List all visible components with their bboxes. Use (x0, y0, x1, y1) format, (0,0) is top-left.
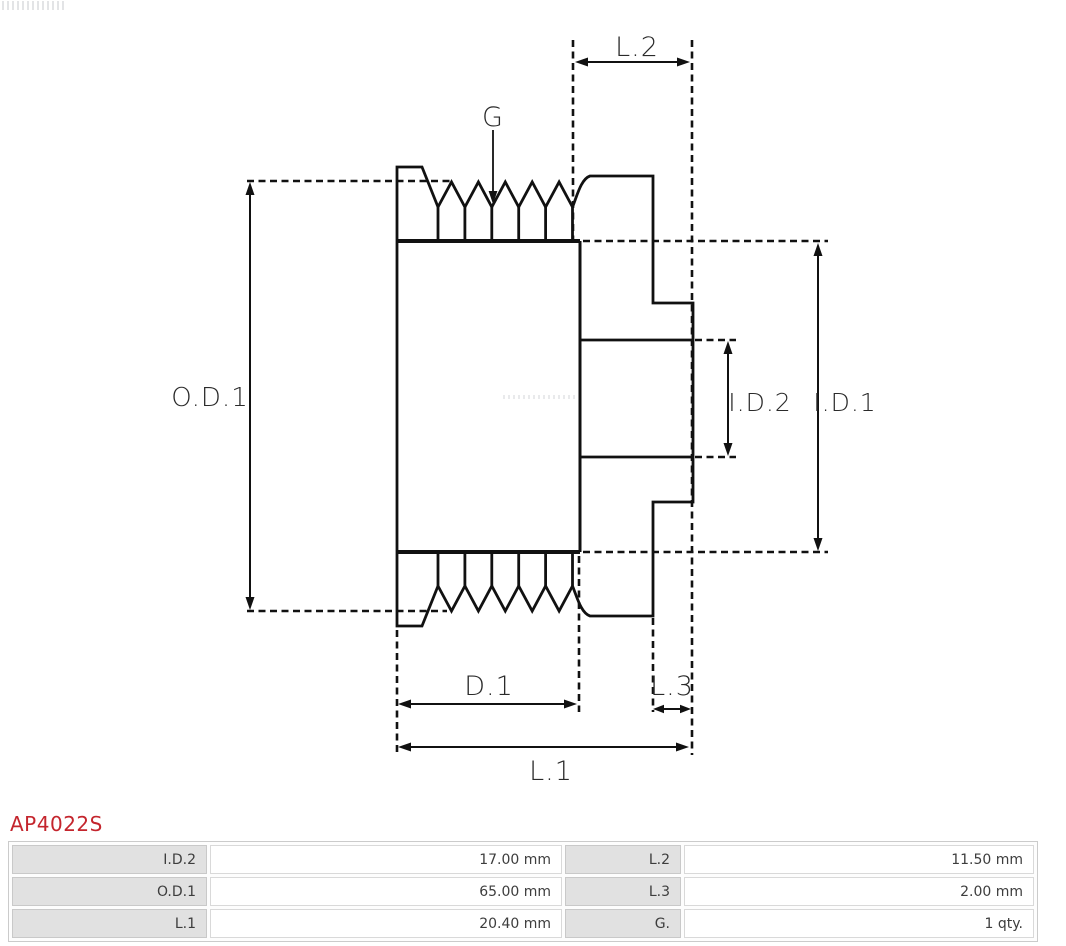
pulley-outline (395, 165, 695, 628)
dim-label-id1: I.D.1 (813, 388, 876, 417)
watermark-strip (2, 1, 65, 10)
dim-label-d1: D.1 (464, 671, 514, 702)
pulley-technical-drawing: O.D.1 L.2 G I.D.2 I.D.1 D.1 L.3 L.1 (171, 32, 876, 787)
extension-lines (247, 40, 828, 755)
spec-value: 65.00 mm (210, 877, 562, 906)
l2-arrowhead-left (575, 57, 588, 67)
spec-row: L.1 20.40 mm G. 1 qty. (12, 909, 1034, 938)
dimension-labels: O.D.1 L.2 G I.D.2 I.D.1 D.1 L.3 L.1 (171, 32, 876, 787)
l1-arrowhead-right (676, 742, 689, 752)
spec-value: 2.00 mm (684, 877, 1034, 906)
l3-arrowhead-right (680, 704, 691, 714)
g-arrowhead (488, 191, 498, 204)
dim-label-g: G (482, 102, 504, 133)
spec-row: O.D.1 65.00 mm L.3 2.00 mm (12, 877, 1034, 906)
l2-arrowhead-right (677, 57, 690, 67)
groove-slots-bottom (436, 552, 574, 586)
dimension-arrows (245, 57, 823, 752)
spec-row: I.D.2 17.00 mm L.2 11.50 mm (12, 845, 1034, 874)
spec-label: G. (565, 909, 681, 938)
groove-slots-top (436, 207, 574, 241)
spec-value: 1 qty. (684, 909, 1034, 938)
spec-label: L.3 (565, 877, 681, 906)
l1-arrowhead-left (398, 742, 411, 752)
spec-label: I.D.2 (12, 845, 207, 874)
watermark-strip (503, 395, 577, 399)
spec-value: 11.50 mm (684, 845, 1034, 874)
spec-value: 20.40 mm (210, 909, 562, 938)
od1-arrowhead-down (245, 597, 255, 610)
id1-arrowhead-down (813, 538, 823, 551)
d1-arrowhead-left (398, 699, 411, 709)
part-number: AP4022S (10, 812, 103, 836)
spec-label: L.2 (565, 845, 681, 874)
dim-label-l3: L.3 (650, 671, 694, 702)
spec-value: 17.00 mm (210, 845, 562, 874)
spec-table: I.D.2 17.00 mm L.2 11.50 mm O.D.1 65.00 … (8, 841, 1038, 942)
d1-arrowhead-right (564, 699, 577, 709)
od1-arrowhead-up (245, 182, 255, 195)
spec-label: L.1 (12, 909, 207, 938)
pulley-left-face (395, 165, 440, 628)
dim-label-id2: I.D.2 (728, 388, 791, 417)
pulley-top-grooves (436, 179, 574, 210)
pulley-bottom-grooves (436, 583, 574, 614)
dim-label-od1: O.D.1 (171, 383, 249, 413)
dim-label-l2: L.2 (615, 32, 659, 63)
dim-label-l1: L.1 (529, 756, 573, 787)
id1-arrowhead-up (813, 243, 823, 256)
spec-label: O.D.1 (12, 877, 207, 906)
l3-arrowhead-left (653, 704, 664, 714)
id2-arrowhead-down (723, 443, 733, 456)
id2-arrowhead-up (723, 341, 733, 354)
